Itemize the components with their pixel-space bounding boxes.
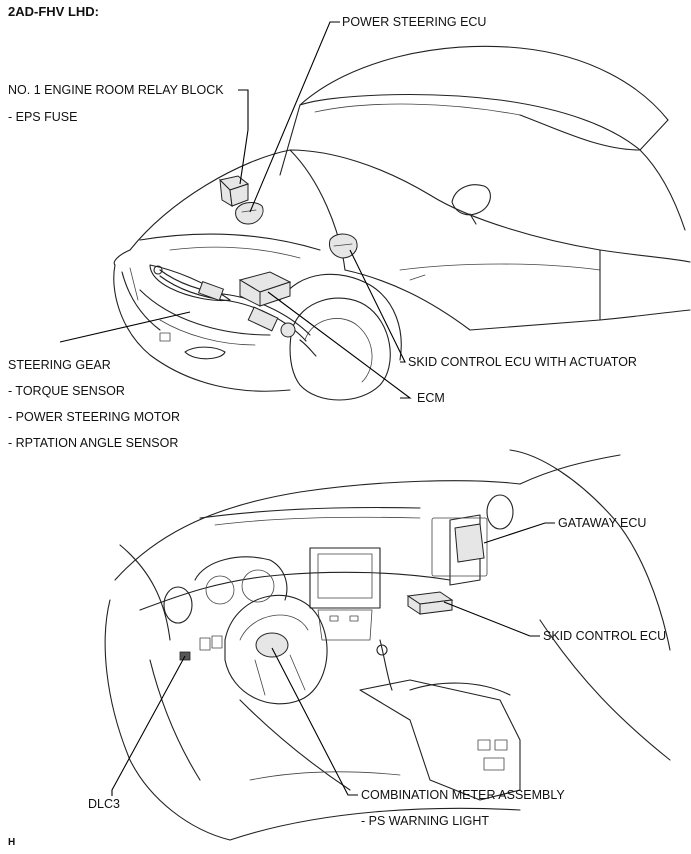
label-skid-control-ecu: SKID CONTROL ECU: [543, 629, 667, 643]
label-ps-warning-light: - PS WARNING LIGHT: [361, 814, 490, 828]
label-steering-gear: STEERING GEAR: [8, 358, 111, 372]
lower-leader-lines: [111, 522, 555, 796]
label-ecm: ECM: [417, 391, 445, 405]
upper-leader-lines: [59, 21, 412, 399]
label-dlc3: DLC3: [88, 797, 120, 811]
label-power-steering-motor: - POWER STEERING MOTOR: [8, 410, 180, 424]
label-eps-fuse: - EPS FUSE: [8, 110, 78, 124]
label-torque-sensor: - TORQUE SENSOR: [8, 384, 125, 398]
page-title: 2AD-FHV LHD:: [8, 4, 99, 19]
label-skid-control-ecu-actuator: SKID CONTROL ECU WITH ACTUATOR: [408, 355, 637, 369]
car-exterior-drawing: [113, 45, 691, 401]
label-combination-meter: COMBINATION METER ASSEMBLY: [361, 788, 565, 802]
label-rotation-angle-sensor: - RPTATION ANGLE SENSOR: [8, 436, 179, 450]
label-gateway-ecu: GATAWAY ECU: [558, 516, 647, 530]
label-power-steering-ecu: POWER STEERING ECU: [342, 15, 487, 29]
car-interior-drawing: [104, 449, 671, 841]
label-relay-block: NO. 1 ENGINE ROOM RELAY BLOCK: [8, 83, 224, 97]
footer-mark: H: [8, 837, 16, 848]
